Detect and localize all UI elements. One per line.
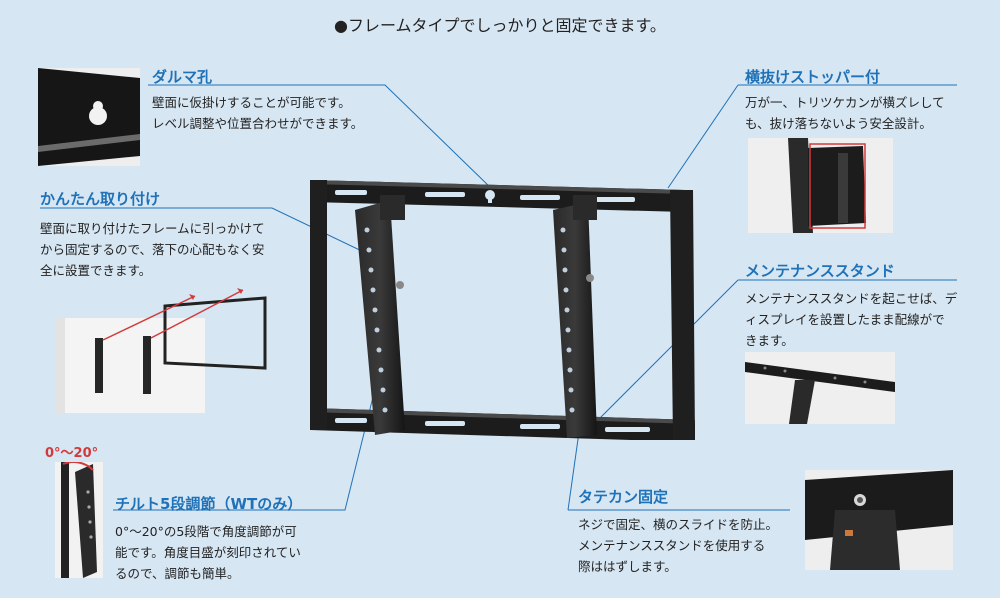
stopper-photo <box>748 138 893 233</box>
stand-title: メンテナンススタンド <box>745 262 895 280</box>
tilt-angle-label: 0°〜20° <box>45 446 99 461</box>
kantan-install-illustration <box>55 278 280 413</box>
tatekan-photo <box>805 470 953 570</box>
stopper-title: 横抜けストッパー付 <box>745 68 881 86</box>
daruma-hole-photo <box>38 68 140 166</box>
wall-mount-product-image <box>310 180 695 440</box>
tatekan-title: タテカン固定 <box>578 488 669 506</box>
headline: ●フレームタイプでしっかりと固定できます。 <box>334 16 666 35</box>
stand-photo <box>745 352 895 424</box>
daruma-title: ダルマ孔 <box>152 68 213 86</box>
stand-description: メンテナンススタンドを起こせば、デ ィスプレイを設置したまま配線がで きます。 <box>745 291 958 348</box>
kantan-title: かんたん取り付け <box>40 190 161 208</box>
tilt-description: 0°〜20°の5段階で角度調節が可 能です。角度目盛が刻印されてい るので、調節… <box>115 524 301 581</box>
daruma-description: 壁面に仮掛けすることが可能です。 レベル調整や位置合わせができます。 <box>152 95 364 131</box>
stopper-description: 万が一、トリツケカンが横ズレして も、抜け落ちないよう安全設計。 <box>745 95 945 131</box>
tilt-photo <box>55 462 103 578</box>
kantan-description: 壁面に取り付けたフレームに引っかけて から固定するので、落下の心配もなく安 全に… <box>40 221 265 278</box>
tatekan-description: ネジで固定、横のスライドを防止。 メンテナンススタンドを使用する 際ははずします… <box>578 517 779 574</box>
tilt-title: チルト5段調節（WTのみ） <box>115 495 303 513</box>
